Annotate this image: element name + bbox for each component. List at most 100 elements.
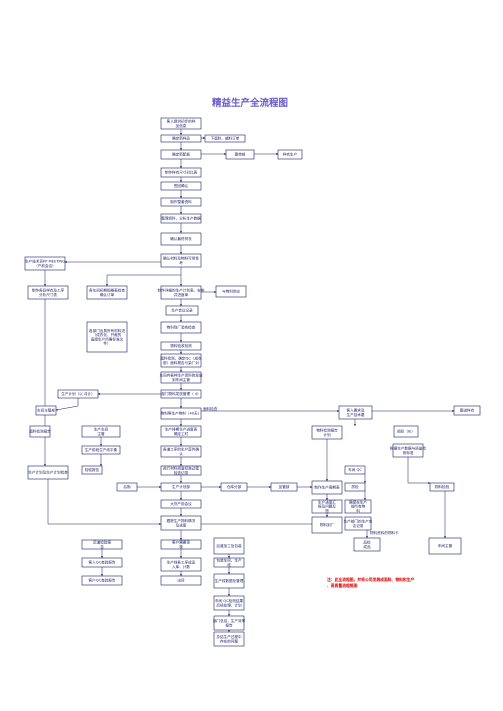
flow-node-label: 出货 [177, 578, 185, 583]
flow-node-box [428, 537, 462, 555]
flow-node-label: 确定新样品 [172, 136, 190, 141]
flow-node-label: 生产部门的生产会 [344, 519, 373, 524]
flow-node-n43: 后勤 [116, 482, 138, 492]
flow-node-label: 议记录 [353, 523, 364, 528]
flow-node-n18: 生产会议记录 [165, 305, 199, 316]
flow-node-label: 料 [356, 508, 360, 513]
flow-node-label: 确认订单 [100, 292, 115, 297]
connector-arrow [407, 457, 431, 484]
flow-node-box [353, 537, 381, 552]
flow-node-n42: 制作生产周期表 [311, 480, 343, 495]
flow-node-label: 大货产前会议 [170, 501, 192, 506]
flow-node-box [81, 557, 123, 568]
flow-node-label: 跟进样衣 [460, 408, 475, 413]
flow-node-label: 车间 QC检测结果 [215, 598, 243, 603]
flow-connectors [44, 129, 455, 633]
flow-node-label: 生产线各工序成品 [167, 560, 196, 565]
flow-node-label: 进行材料质量标准过程 [163, 466, 199, 471]
flow-node-n13: 生产技术员PP MEETING（产前会议） [24, 256, 66, 271]
flow-node-label: 制作整套资料 [170, 199, 192, 204]
flow-node-label: 下面料、辅料订单 [211, 136, 240, 141]
flow-node-box [220, 482, 248, 492]
flow-node-box [213, 573, 245, 589]
flow-node-n50: 大货产前会议 [160, 499, 202, 509]
flow-node-label: 制作详细的生产计划表，安排 [158, 288, 205, 293]
flow-node-n22: 面料检测，确定QC（成衣部）面料报告与染厂对 [160, 353, 202, 368]
flow-node-label: 品管部 [279, 484, 290, 489]
flow-node-label: 制作样衣尺寸对比表 [165, 170, 198, 175]
flow-node-box [160, 197, 202, 207]
flow-node-box [86, 285, 128, 300]
flow-node-n7: 制作样衣尺寸对比表 [160, 167, 202, 178]
flow-node-box [81, 445, 121, 455]
flow-node-n28: 跟进样衣 [453, 405, 481, 416]
flow-node-n33: 组织（IE） [393, 425, 419, 438]
flow-node-label: 告 [100, 544, 104, 549]
flow-node-box [344, 482, 366, 492]
flow-node-label: 签回确认 [174, 183, 189, 188]
flow-node-box [344, 516, 372, 531]
flow-node-n57: 后道加工及包装 [213, 537, 245, 555]
connector-arrow [106, 274, 181, 287]
flow-node-n21: 物料验收检测 [160, 341, 202, 351]
flow-node-label: 报及问题反 [318, 504, 336, 509]
flow-node-n64: 出货 [160, 575, 202, 586]
flow-node-box [160, 389, 202, 399]
flow-node-box [57, 389, 99, 399]
flow-node-box [160, 167, 202, 178]
flow-node-n35: 生产前段生产线平衡 [81, 445, 121, 455]
flow-node-label: 面料检测，确定QC（成衣 [160, 356, 202, 361]
flow-node-box [392, 443, 424, 458]
flow-node-label: 质检 [351, 484, 359, 489]
flow-node-label: 仓库分部 [227, 484, 242, 489]
flow-node-label: 客户QC查验报告 [89, 578, 116, 583]
flow-node-box [27, 285, 69, 300]
flow-node-label: 计划 [323, 432, 331, 437]
flow-node-label: 客户需要审 [172, 540, 190, 545]
flow-node-box [165, 305, 199, 316]
flow-node-n4: 确定新配板 [160, 149, 202, 160]
flow-node-n9: 制作整套资料 [160, 197, 202, 207]
flow-node-box [393, 425, 419, 438]
page-title: 精益生产全流程图 [212, 97, 288, 109]
flow-node-n39: 检验报告 [81, 465, 103, 475]
flow-node-label: 部）面料报告与染厂对 [163, 360, 199, 365]
connector-arrow [47, 479, 162, 525]
flow-node-n65: 生产线数据化管理 [213, 573, 245, 589]
flow-node-label: 馈 [325, 508, 329, 513]
flow-node-box [160, 181, 202, 191]
flow-node-box [311, 516, 343, 534]
flow-node-label: 制作各码样衣及工序 [32, 288, 65, 293]
flow-node-label: 确定新配板 [172, 152, 190, 157]
flow-node-label: 各道工序的生产首件确 [163, 447, 199, 452]
flow-node-label: 车间主管部 [37, 408, 55, 413]
flow-node-label: 车间主管 [438, 543, 453, 548]
flow-node-box [160, 425, 202, 438]
flow-node-label: 样衣生产 [283, 152, 298, 157]
flow-node-label: 物料到厂验收检查 [167, 325, 196, 330]
flow-node-n45: 仓库分部 [220, 482, 248, 492]
flow-node-label: 到车间主管 [172, 377, 190, 382]
flow-node-box [160, 117, 202, 130]
flow-node-label: 检验报告 [85, 467, 100, 472]
flow-node-box [344, 499, 372, 514]
flow-node-label: 客人提供初步的样 [167, 119, 196, 124]
flow-node-n59: 车间主管 [428, 537, 462, 555]
flow-node-box [277, 149, 303, 160]
flow-node-box [81, 539, 123, 550]
flow-node-box [160, 232, 202, 246]
flow-node-box [160, 253, 202, 268]
flow-node-label: 并进度单 [174, 292, 189, 297]
flow-node-label: 生产线数据化管理 [215, 578, 244, 583]
flow-node-label: 物料到厂 [320, 522, 335, 527]
